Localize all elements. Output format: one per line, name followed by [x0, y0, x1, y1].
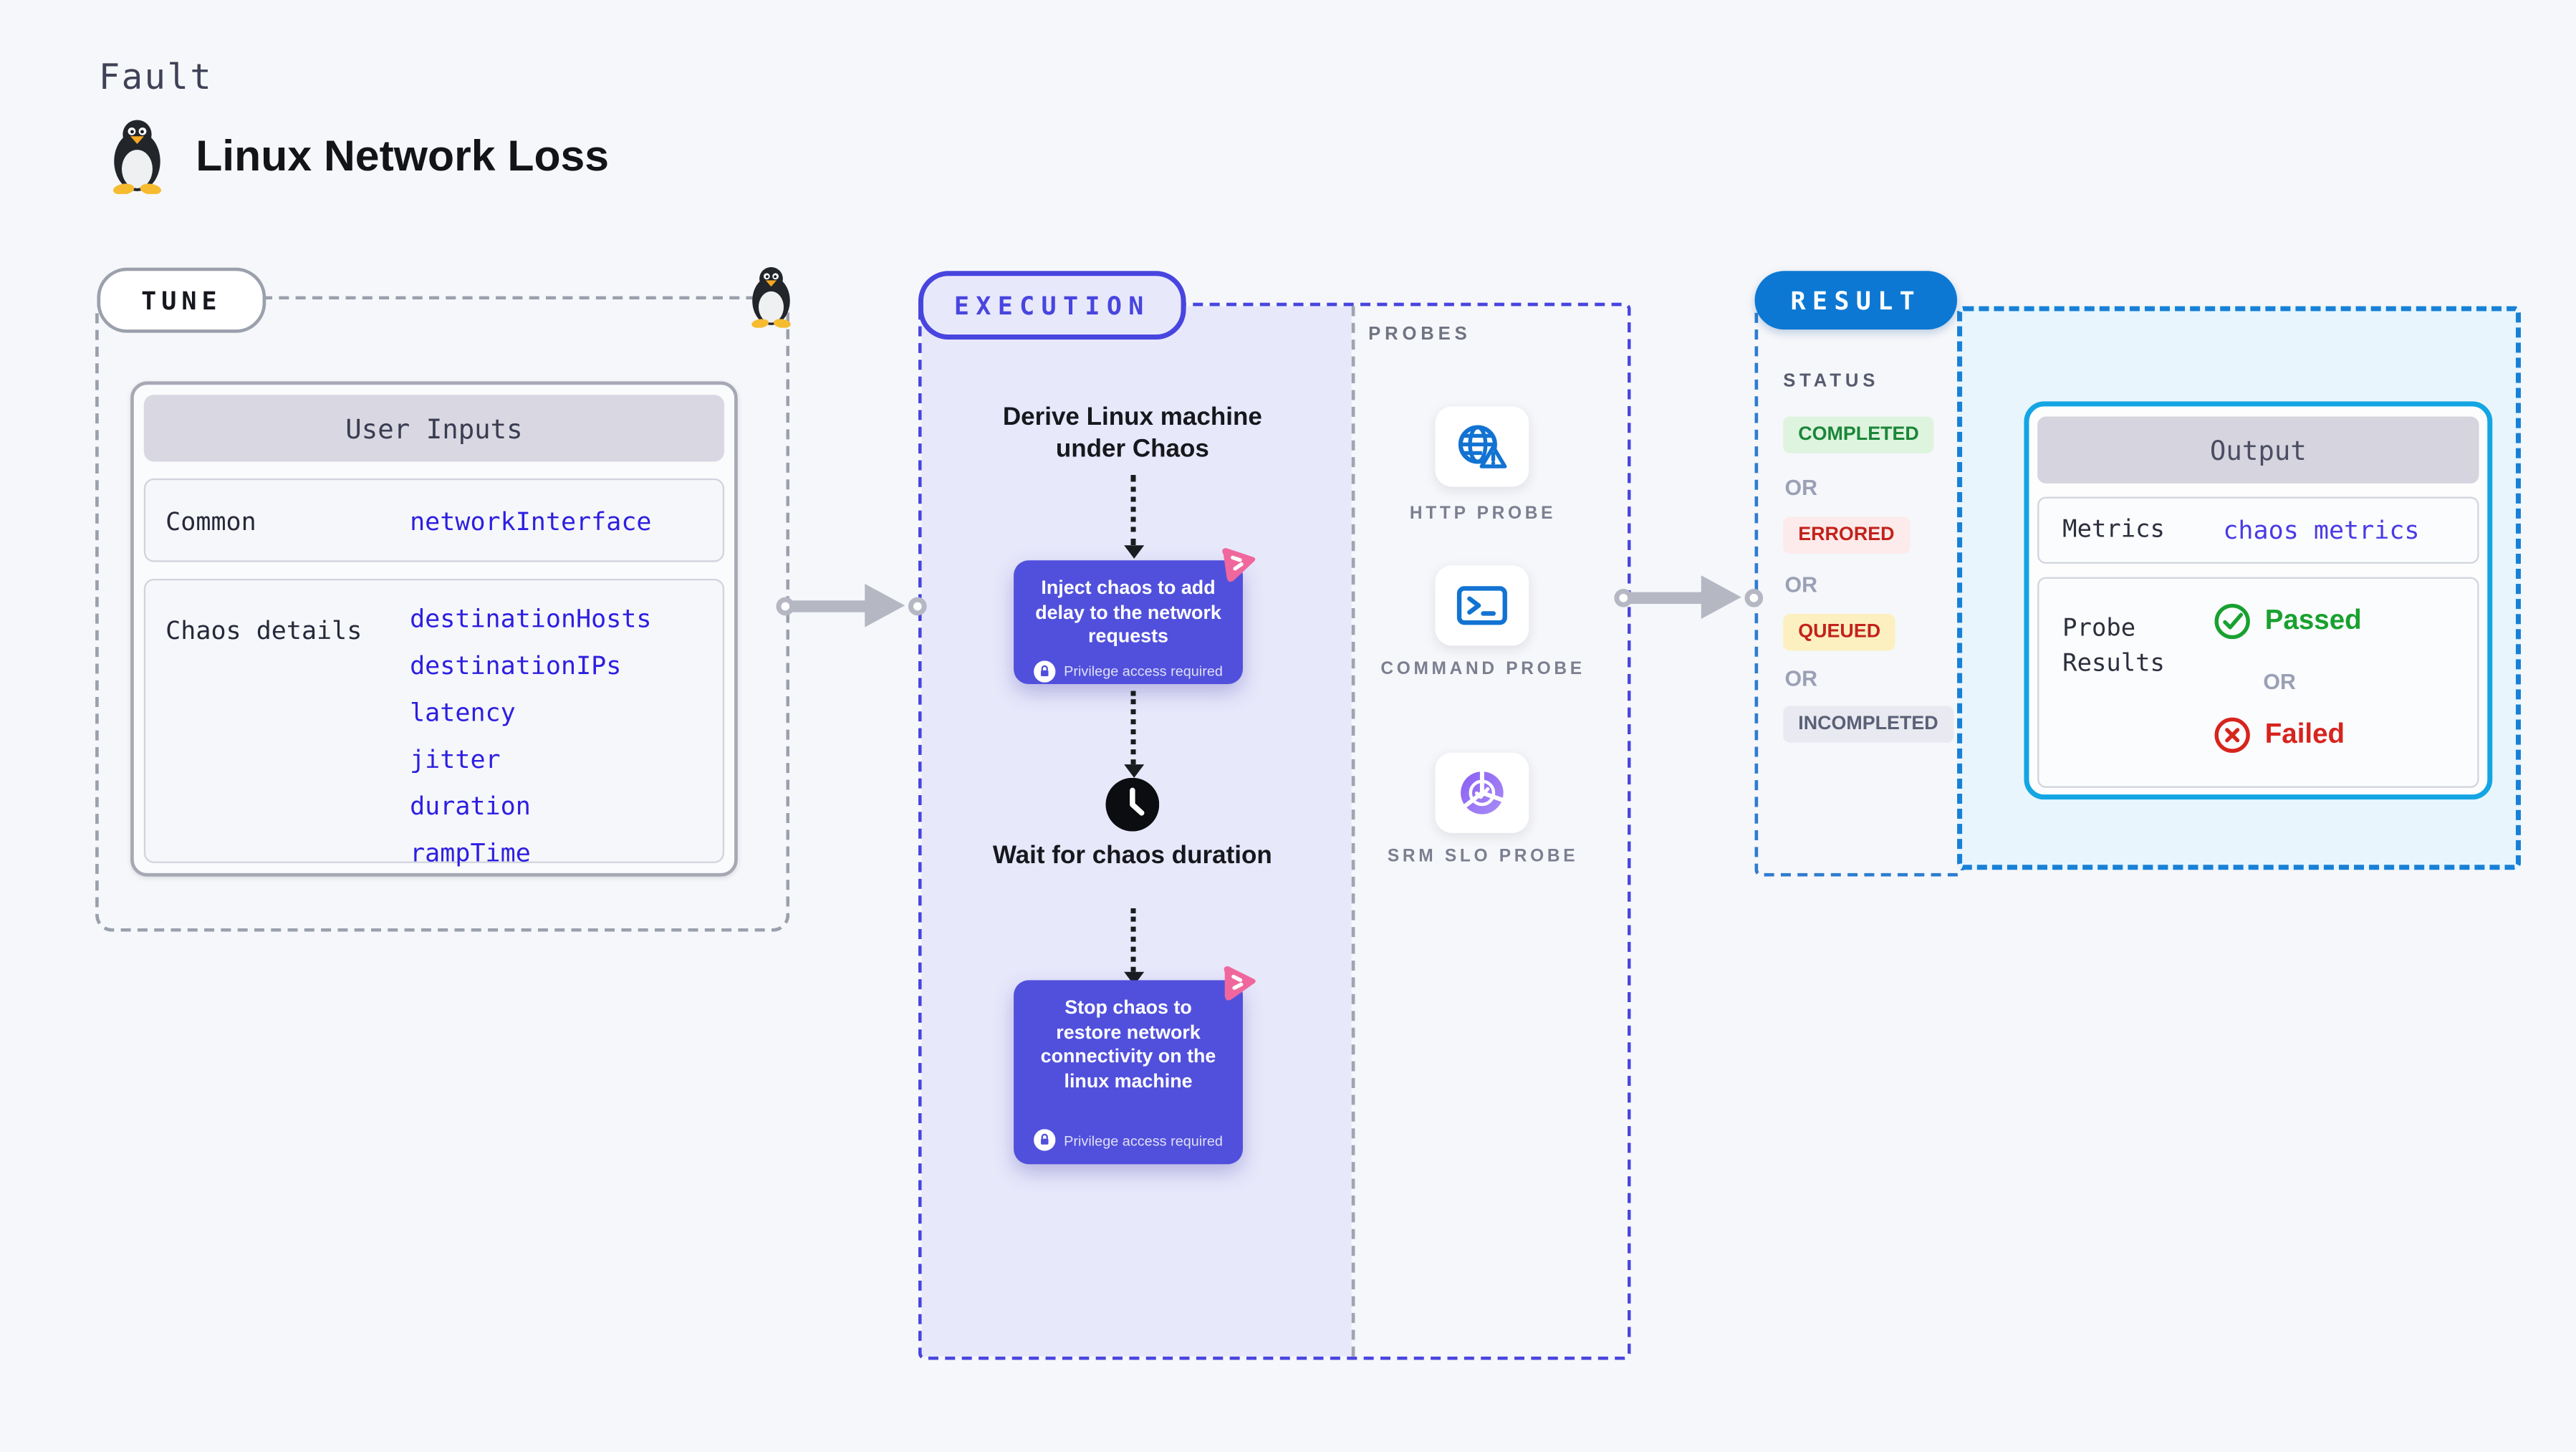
derive-step-label: Derive Linux machine under Chaos: [1002, 403, 1262, 463]
stop-chaos-step: Stop chaos to restore network connectivi…: [1014, 980, 1243, 1165]
inject-privilege-note: Privilege access required: [1064, 662, 1223, 680]
status-or-2: OR: [1784, 572, 1818, 597]
user-inputs-header: User Inputs: [143, 395, 725, 462]
param-jitter: jitter: [410, 744, 501, 775]
command-probe-label: COMMAND PROBE: [1380, 659, 1585, 680]
chaos-pink-icon: [1224, 966, 1256, 1001]
lock-icon: [1034, 1129, 1056, 1151]
execution-section-box: [918, 302, 1631, 1360]
status-or-3: OR: [1784, 665, 1818, 691]
passed-label: Passed: [2264, 605, 2362, 636]
wait-step-label: Wait for chaos duration: [992, 841, 1272, 870]
chaos-pink-icon: [1222, 547, 1256, 582]
srm-slo-probe-label: SRM SLO PROBE: [1387, 846, 1579, 867]
tux-icon: [113, 120, 161, 194]
status-title: STATUS: [1783, 371, 1880, 392]
metrics-value: chaos metrics: [2223, 515, 2420, 546]
status-badge-completed: COMPLETED: [1783, 416, 1934, 453]
flow-connector-1: [1130, 475, 1136, 546]
param-duration: duration: [410, 791, 531, 822]
command-probe-card: [1435, 565, 1529, 646]
globe-alert-icon: [1458, 425, 1507, 468]
probe-or: OR: [2263, 669, 2296, 695]
tune-badge: TUNE: [97, 267, 266, 333]
status-badge-incompleted: INCOMPLETED: [1783, 706, 1953, 743]
tux-small-icon: [751, 266, 791, 328]
http-probe-label: HTTP PROBE: [1409, 503, 1557, 524]
param-rampTime: rampTime: [410, 837, 531, 868]
common-row: Common networkInterface: [143, 478, 725, 562]
status-or-1: OR: [1784, 475, 1818, 501]
inject-chaos-step: Inject chaos to add delay to the network…: [1014, 560, 1243, 685]
fault-kicker: Fault: [98, 57, 213, 97]
flow-arrowhead-1: [1123, 545, 1144, 559]
passed-check-icon: [2214, 603, 2250, 640]
execution-badge: EXECUTION: [918, 271, 1186, 340]
stop-chaos-text: Stop chaos to restore network connectivi…: [1040, 999, 1216, 1092]
execution-flow-background: [921, 306, 1352, 1357]
param-latency: latency: [410, 697, 516, 728]
chaos-details-row: Chaos details destinationHosts destinati…: [143, 578, 725, 868]
status-badge-errored: ERRORED: [1783, 516, 1910, 554]
srm-slo-probe-card: [1435, 752, 1529, 833]
flow-connector-2: [1130, 691, 1136, 765]
output-header: Output: [2037, 416, 2479, 484]
common-label: Common: [165, 506, 256, 537]
lock-icon: [1034, 660, 1056, 682]
failed-x-icon: [2214, 717, 2250, 753]
chaos-details-label: Chaos details: [165, 615, 362, 646]
clock-icon: [1105, 777, 1160, 832]
result-badge: RESULT: [1754, 271, 1958, 330]
param-destinationHosts: destinationHosts: [410, 603, 652, 635]
terminal-icon: [1456, 586, 1507, 625]
param-destinationIPs: destinationIPs: [410, 650, 622, 681]
flow-connector-3: [1130, 908, 1136, 972]
metrics-label: Metrics: [2062, 516, 2165, 544]
stop-privilege-note: Privilege access required: [1064, 1131, 1223, 1149]
failed-label: Failed: [2264, 719, 2345, 750]
status-badge-queued: QUEUED: [1783, 613, 1896, 651]
probe-results-row: Probe Results Passed OR Failed: [2037, 577, 2479, 788]
metrics-row: Metrics chaos metrics: [2037, 496, 2479, 564]
probe-results-label: Probe Results: [2062, 615, 2165, 678]
inject-chaos-text: Inject chaos to add delay to the network…: [1035, 578, 1221, 648]
probes-title: PROBES: [1368, 324, 1471, 345]
page-title: Linux Network Loss: [196, 130, 610, 181]
param-networkInterface: networkInterface: [410, 506, 652, 537]
slo-pie-icon: [1461, 769, 1506, 814]
http-probe-card: [1435, 406, 1529, 487]
flow-arrowhead-2: [1123, 764, 1144, 778]
